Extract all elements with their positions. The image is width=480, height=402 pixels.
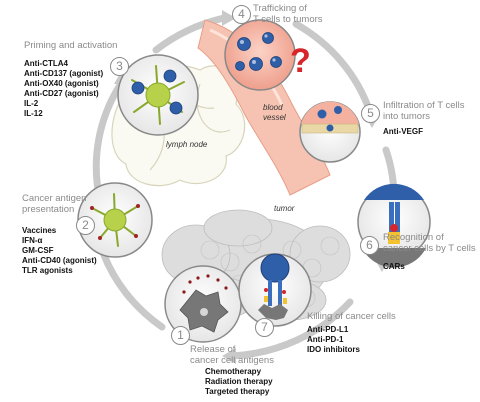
step-1-drug-list: Chemotherapy Radiation therapy Targeted …: [205, 367, 273, 397]
drug-item: Targeted therapy: [205, 387, 270, 396]
drug-item: IL-2: [24, 99, 39, 108]
drug-item: Chemotherapy: [205, 367, 262, 376]
drug-item: TLR agonists: [22, 266, 73, 275]
step-6-circle: [357, 183, 431, 268]
drug-item: CARs: [383, 262, 405, 271]
step-4-number: 4: [232, 5, 251, 24]
step-3-circle: [117, 54, 199, 136]
step-3-title: Priming and activation: [24, 40, 118, 51]
drug-item: Anti-CTLA4: [24, 59, 68, 68]
drug-item: Vaccines: [22, 226, 57, 235]
drug-item: Anti-PD-1: [307, 335, 344, 344]
step-7-drug-list: Anti-PD-L1 Anti-PD-1 IDO inhibitors: [307, 325, 360, 355]
step-6-number: 6: [360, 236, 379, 255]
question-mark: ?: [290, 42, 311, 80]
blood-vessel-label: blood vessel: [263, 103, 286, 122]
tumor-label: tumor: [274, 204, 295, 213]
drug-item: Radiation therapy: [205, 377, 273, 386]
step-6-drug-list: CARs: [383, 262, 405, 272]
drug-item: GM-CSF: [22, 246, 54, 255]
step-3-number: 3: [110, 57, 129, 76]
step-2-number: 2: [76, 216, 95, 235]
drug-item: Anti-OX40 (agonist): [24, 79, 99, 88]
step-5-drug-list: Anti-VEGF: [383, 127, 423, 137]
step-4-circle: [224, 19, 296, 91]
step-1-number: 1: [171, 326, 190, 345]
drug-item: Anti-VEGF: [383, 127, 423, 136]
cycle-ring: [92, 14, 398, 360]
step-7-number: 7: [255, 318, 274, 337]
drug-item: Anti-CD40 (agonist): [22, 256, 97, 265]
step-2-circle: [77, 182, 153, 258]
step-7-title: Killing of cancer cells: [307, 311, 396, 322]
drug-item: IL-12: [24, 109, 43, 118]
step-5-number: 5: [361, 104, 380, 123]
step-7-circle: [238, 253, 312, 327]
drug-item: Anti-CD27 (agonist): [24, 89, 99, 98]
drug-item: IFN-α: [22, 236, 43, 245]
step-1-circle: [164, 265, 242, 343]
drug-item: Anti-PD-L1: [307, 325, 349, 334]
step-3-drug-list: Anti-CTLA4 Anti-CD137 (agonist) Anti-OX4…: [24, 59, 103, 119]
drug-item: Anti-CD137 (agonist): [24, 69, 104, 78]
step-5-circle: [299, 101, 361, 163]
drug-item: IDO inhibitors: [307, 345, 360, 354]
lymph-node-label: lymph node: [166, 140, 208, 149]
step-2-drug-list: Vaccines IFN-α GM-CSF Anti-CD40 (agonist…: [22, 226, 97, 276]
